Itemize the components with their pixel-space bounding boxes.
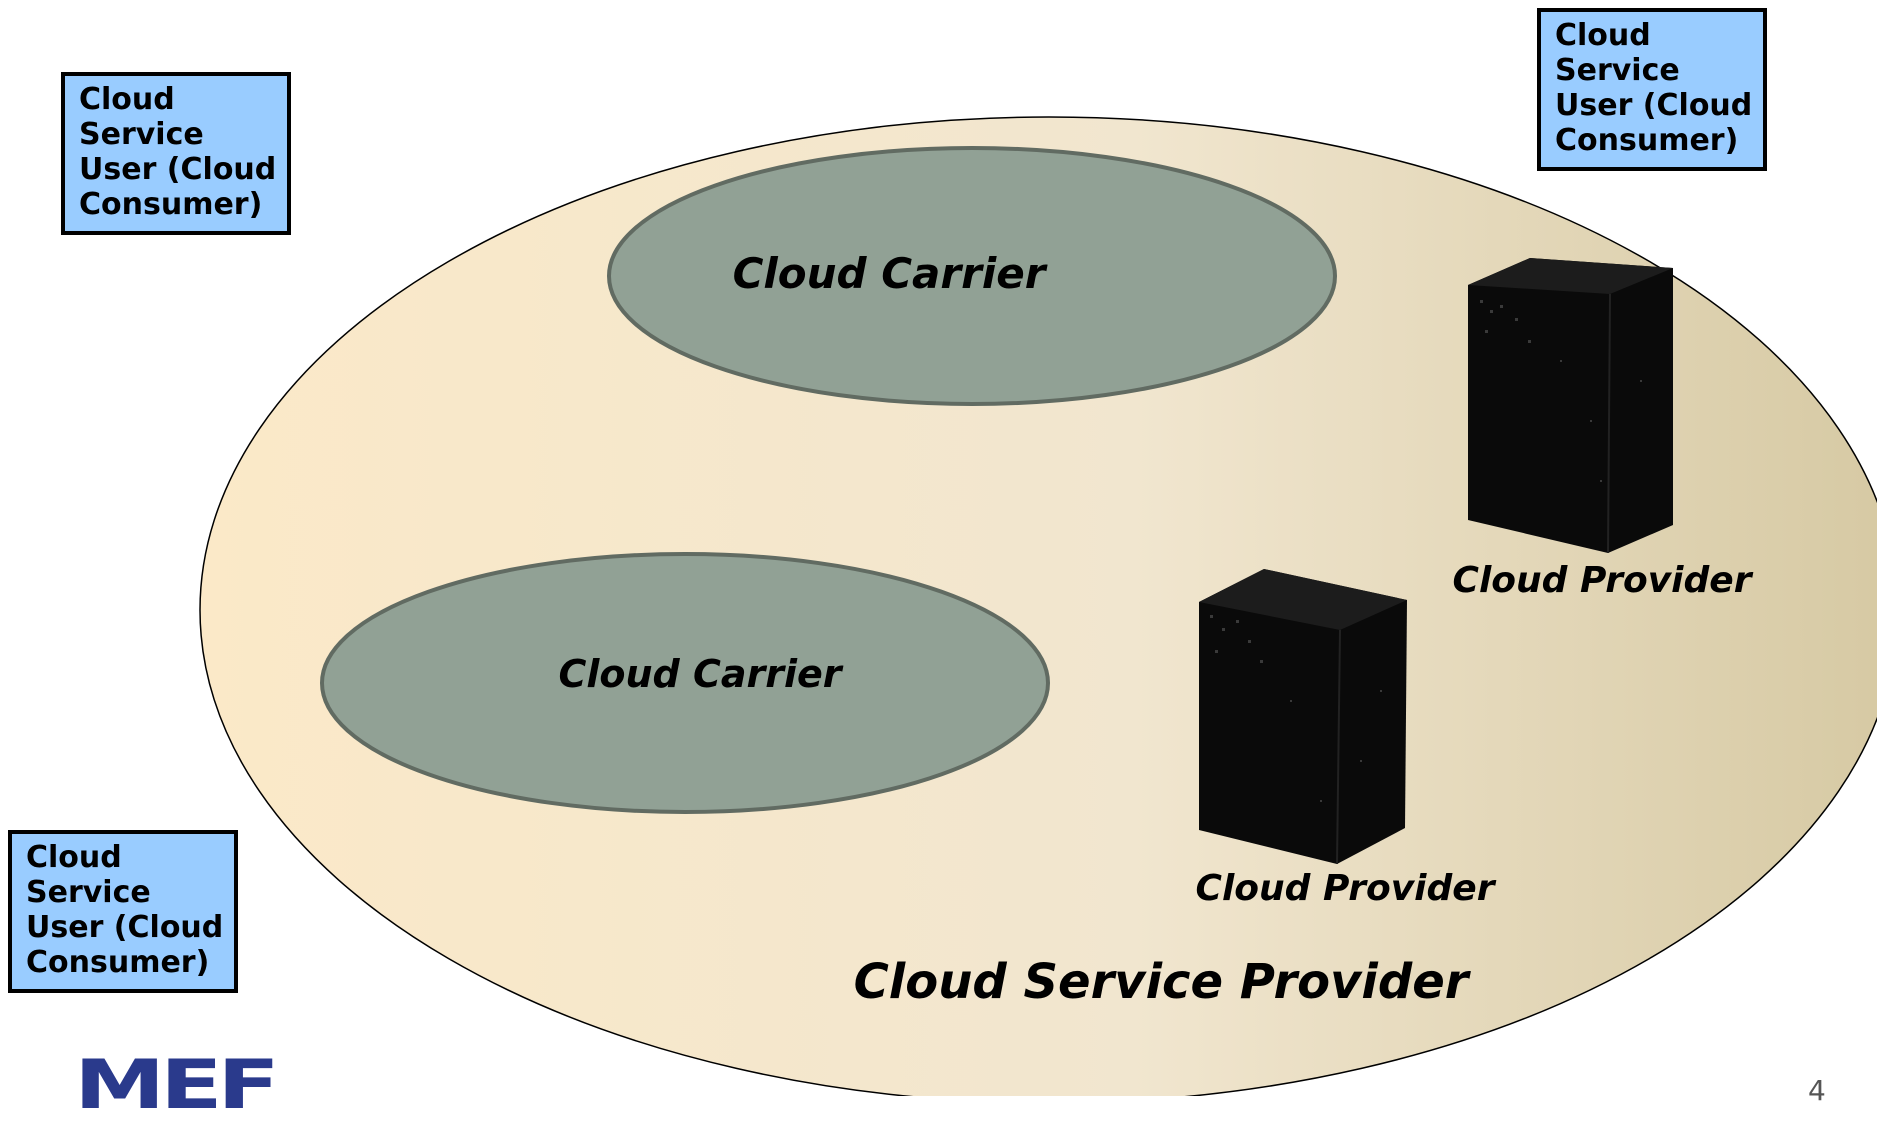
cloud-carrier-label: Cloud Carrier [558, 652, 843, 696]
cloud-carrier-ellipse [607, 146, 1337, 406]
cloud-service-user-box: Cloud Service User (Cloud Consumer) [8, 830, 238, 993]
cloud-service-provider-ellipse [199, 116, 1877, 1096]
server-icon [1468, 258, 1673, 554]
cloud-service-user-box: Cloud Service User (Cloud Consumer) [1537, 8, 1767, 171]
cloud-carrier-ellipse [320, 552, 1050, 814]
cloud-roles-diagram: Cloud Carrier Cloud Carrier Cloud Provid… [199, 116, 1877, 1096]
page-number: 4 [1808, 1074, 1826, 1107]
server-icon [1199, 569, 1407, 865]
cloud-provider-label: Cloud Provider [1453, 560, 1754, 601]
mef-logo: MEF [74, 1046, 280, 1125]
cloud-service-provider-label: Cloud Service Provider [854, 954, 1472, 1010]
cloud-provider-label: Cloud Provider [1196, 868, 1497, 909]
cloud-carrier-label: Cloud Carrier [733, 249, 1048, 298]
cloud-service-user-box: Cloud Service User (Cloud Consumer) [61, 72, 291, 235]
